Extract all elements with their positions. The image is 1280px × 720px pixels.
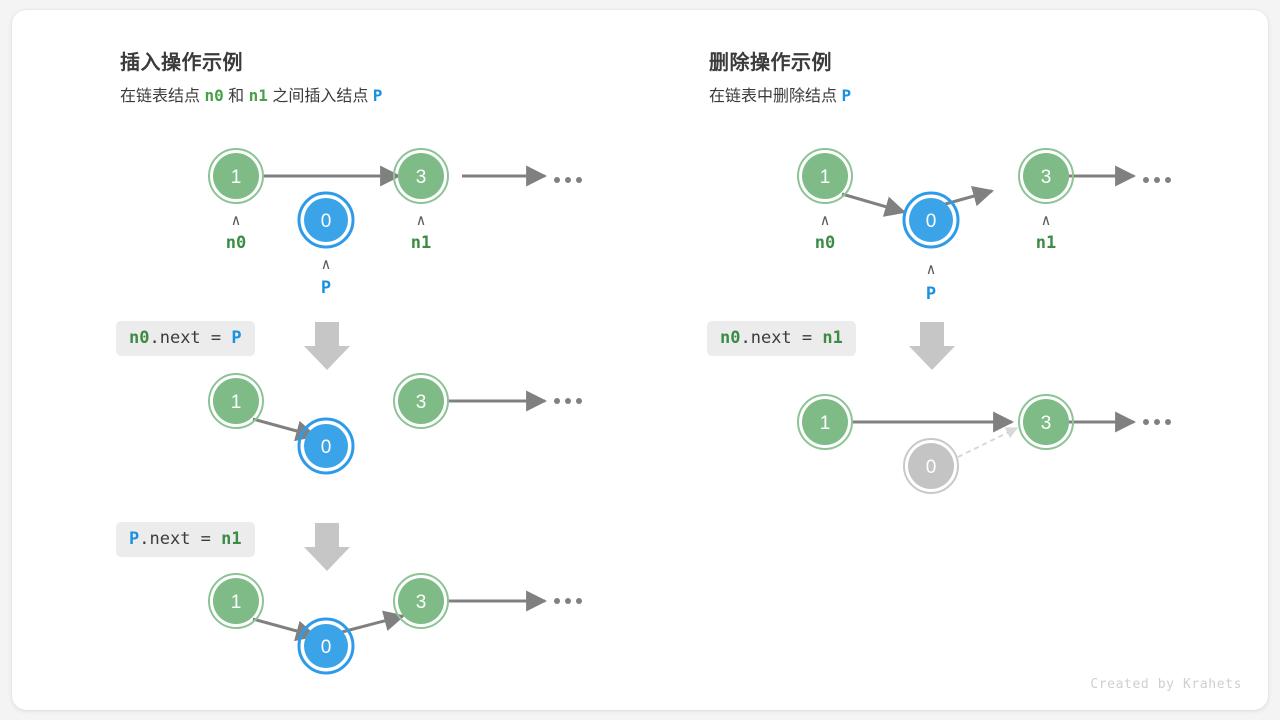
code-token-next: .next = xyxy=(149,328,232,348)
caret-n0: ∧ xyxy=(231,211,241,229)
label-n1: n1 xyxy=(410,233,432,253)
node-n0-circle: 1 xyxy=(208,373,264,429)
label-p: P xyxy=(320,278,332,298)
svg-text:3: 3 xyxy=(416,167,427,188)
svg-text:1: 1 xyxy=(231,592,242,613)
subtitle-code-n0: n0 xyxy=(204,86,224,105)
credit-footer: Created by Krahets xyxy=(1090,677,1242,692)
caret-n0: ∧ xyxy=(820,211,830,229)
label-p: P xyxy=(925,284,937,304)
delete-panel-subtitle: 在链表中删除结点 P xyxy=(709,82,851,106)
insert-panel-subtitle: 在链表结点 n0 和 n1 之间插入结点 P xyxy=(120,82,382,106)
node-n1-circle: 3 xyxy=(393,573,449,629)
code-token-p: P xyxy=(129,529,140,549)
ellipsis-dots xyxy=(554,398,582,404)
caret-n1: ∧ xyxy=(1041,211,1051,229)
svg-text:0: 0 xyxy=(926,211,937,232)
node-p-circle: 0 xyxy=(297,191,355,249)
insert-code-chip-1: n0.next = P xyxy=(116,321,255,357)
insert-panel-title: 插入操作示例 xyxy=(120,52,243,74)
node-n1-circle: 3 xyxy=(1018,394,1074,450)
label-n0: n0 xyxy=(225,233,247,253)
node-p-circle: 0 xyxy=(902,191,960,249)
node-n1-circle: 3 xyxy=(393,148,449,204)
subtitle-text-3: 之间插入结点 xyxy=(267,88,373,105)
node-n0-circle: 1 xyxy=(208,148,264,204)
code-token-next: .next = xyxy=(740,328,823,348)
insert-down-arrow-2 xyxy=(304,523,350,571)
svg-text:3: 3 xyxy=(416,592,427,613)
svg-text:0: 0 xyxy=(321,437,332,458)
ellipsis-dots xyxy=(554,598,582,604)
delete-code-chip-1: n0.next = n1 xyxy=(707,321,856,357)
subtitle-text-1: 在链表中删除结点 xyxy=(709,88,842,105)
delete-step-1-graph: 1 0 3 xyxy=(797,394,1171,494)
insert-code-chip-2: P.next = n1 xyxy=(116,522,255,558)
svg-text:0: 0 xyxy=(926,457,937,478)
svg-text:3: 3 xyxy=(1041,413,1052,434)
code-token-n1: n1 xyxy=(822,328,843,348)
subtitle-code-p: P xyxy=(372,86,383,105)
label-n1: n1 xyxy=(1035,233,1057,253)
label-n0: n0 xyxy=(814,233,836,253)
node-p-circle: 0 xyxy=(297,417,355,475)
code-token-n0: n0 xyxy=(129,328,150,348)
svg-text:1: 1 xyxy=(231,392,242,413)
svg-text:3: 3 xyxy=(1041,167,1052,188)
diagram-card: 1 0 3 xyxy=(12,10,1268,710)
svg-text:0: 0 xyxy=(321,637,332,658)
node-n0-circle: 1 xyxy=(797,394,853,450)
delete-panel-title: 删除操作示例 xyxy=(709,52,832,74)
code-token-next: .next = xyxy=(139,529,222,549)
deleted-link-dashed xyxy=(957,427,1019,458)
subtitle-code-p: P xyxy=(841,86,852,105)
ellipsis-dots xyxy=(1143,419,1171,425)
node-n0-circle: 1 xyxy=(208,573,264,629)
delete-down-arrow-1 xyxy=(909,322,955,370)
ellipsis-dots xyxy=(554,177,582,183)
code-token-p: P xyxy=(231,328,242,348)
svg-text:1: 1 xyxy=(231,167,242,188)
node-n0-circle: 1 xyxy=(797,148,853,204)
node-n1-circle: 3 xyxy=(393,373,449,429)
code-token-n1: n1 xyxy=(221,529,242,549)
node-n1-circle: 3 xyxy=(1018,148,1074,204)
diagram-canvas: 1 0 3 xyxy=(208,148,1171,675)
node-p-circle: 0 xyxy=(297,617,355,675)
svg-text:1: 1 xyxy=(820,413,831,434)
insert-step-0-graph: 1 0 3 xyxy=(208,148,582,249)
node-p-circle-deleted: 0 xyxy=(903,438,959,494)
subtitle-text-1: 在链表结点 xyxy=(120,88,205,105)
caret-n1: ∧ xyxy=(416,211,426,229)
subtitle-text-2: 和 xyxy=(223,88,249,105)
insert-step-1-graph: 1 0 3 xyxy=(208,373,582,475)
insert-step-2-graph: 1 0 3 xyxy=(208,573,582,675)
ellipsis-dots xyxy=(1143,177,1171,183)
caret-p: ∧ xyxy=(321,255,331,273)
insert-down-arrow-1 xyxy=(304,322,350,370)
delete-step-0-graph: 1 0 3 xyxy=(797,148,1171,249)
svg-text:1: 1 xyxy=(820,167,831,188)
code-token-n0: n0 xyxy=(720,328,741,348)
svg-text:0: 0 xyxy=(321,211,332,232)
subtitle-code-n1: n1 xyxy=(248,86,268,105)
caret-p: ∧ xyxy=(926,260,936,278)
svg-text:3: 3 xyxy=(416,392,427,413)
